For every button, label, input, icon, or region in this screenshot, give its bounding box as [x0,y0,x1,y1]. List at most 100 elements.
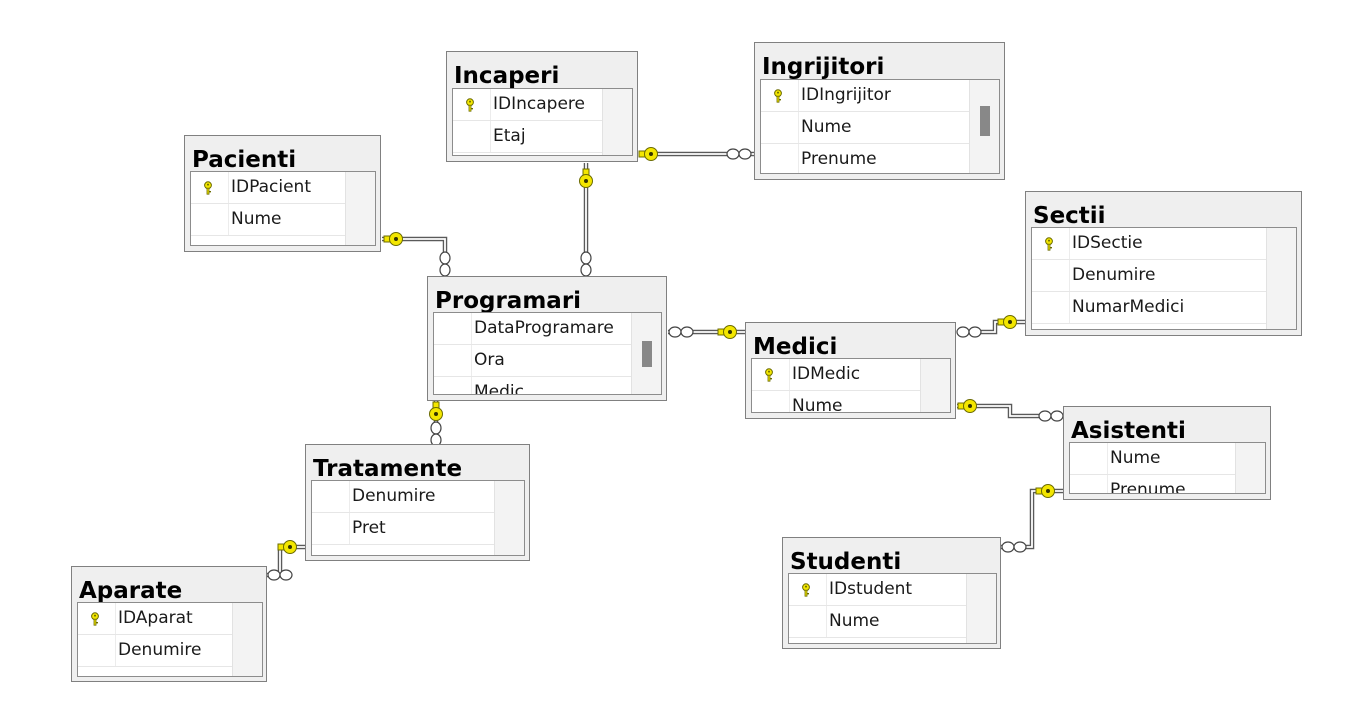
table-title: Ingrijitori [762,54,885,80]
scrollbar[interactable] [345,172,375,245]
column-row[interactable]: Nume [191,204,375,236]
many-end-infinity-icon [668,326,694,338]
row-selector[interactable] [78,603,116,634]
scrollbar[interactable] [232,603,262,676]
row-selector[interactable] [1032,292,1070,323]
row-selector[interactable] [1070,475,1108,493]
row-selector[interactable] [761,144,799,173]
column-name: Nume [792,396,843,413]
row-selector[interactable] [191,204,229,235]
row-selector[interactable] [1070,443,1108,474]
one-end-key-icon [1035,484,1055,498]
row-selector[interactable] [752,359,790,390]
relationship-medici-asistenti[interactable] [957,399,1064,422]
column-name: Nume [231,209,282,229]
relationship-medici-programari[interactable] [668,325,745,339]
row-selector[interactable] [752,391,790,412]
column-row[interactable]: Nume [1070,443,1265,475]
scrollbar[interactable] [631,313,661,394]
one-end-key-icon [277,540,297,554]
column-name: IDSectie [1072,233,1143,253]
column-row[interactable]: NumarMedici [1032,292,1296,324]
column-row[interactable]: Medic [434,377,661,395]
row-selector[interactable] [78,635,116,666]
relationship-sectii-medici[interactable] [956,315,1025,338]
column-row[interactable]: Nume [761,112,999,144]
many-end-infinity-icon [1001,541,1027,553]
row-selector[interactable] [761,112,799,143]
table-title: Pacienti [192,147,297,173]
column-row[interactable]: Pret [312,513,524,545]
column-row[interactable]: IDIncapere [453,89,632,121]
row-selector[interactable] [434,345,472,376]
column-row[interactable]: Nume [752,391,950,413]
table-title: Medici [753,334,838,360]
relationship-asistenti-studenti[interactable] [1001,484,1063,553]
column-name: Prenume [1110,480,1186,494]
column-row[interactable]: IDstudent [789,574,996,606]
row-selector[interactable] [434,313,472,344]
column-row[interactable]: Denumire [1032,260,1296,292]
relationship-incaperi-programari[interactable] [579,163,593,277]
row-selector[interactable] [312,481,350,512]
column-row[interactable]: DataProgramare [434,313,661,345]
scrollbar[interactable] [920,359,950,412]
many-end-infinity-icon [580,251,592,277]
column-row[interactable]: IDSectie [1032,228,1296,260]
scrollbar[interactable] [1266,228,1296,329]
scrollbar[interactable] [602,89,632,155]
column-row[interactable]: Prenume [761,144,999,173]
column-name: Ora [474,350,505,370]
row-selector[interactable] [761,80,799,111]
column-name: Nume [829,611,880,631]
row-selector[interactable] [1032,228,1070,259]
column-row[interactable]: IDIngrijitor [761,80,999,112]
column-row[interactable]: Nume [789,606,996,638]
row-selector[interactable] [312,513,350,544]
relationship-programari-tratamente[interactable] [429,401,443,447]
table-title: Programari [435,288,582,314]
relationship-tratamente-aparate[interactable] [267,540,305,581]
scrollbar[interactable] [969,80,999,173]
column-name: NumarMedici [1072,297,1185,317]
scrollbar-thumb[interactable] [642,341,652,367]
scrollbar-thumb[interactable] [980,106,990,136]
row-selector[interactable] [1032,260,1070,291]
table-title: Aparate [79,578,183,604]
column-row[interactable]: IDPacient [191,172,375,204]
column-row[interactable]: Prenume [1070,475,1265,494]
row-selector[interactable] [191,172,229,203]
column-row[interactable]: Denumire [78,635,262,667]
row-selector[interactable] [453,121,491,152]
column-row[interactable]: Denumire [312,481,524,513]
row-selector[interactable] [434,377,472,394]
many-end-infinity-icon [726,148,752,160]
row-selector[interactable] [789,606,827,637]
column-name: Medic [474,382,524,395]
column-row[interactable]: IDMedic [752,359,950,391]
table-title: Tratamente [313,456,463,482]
column-name: DataProgramare [474,318,614,338]
one-end-key-icon [638,147,658,161]
column-name: IDPacient [231,177,311,197]
scrollbar[interactable] [1235,443,1265,493]
relationship-pacienti-programari[interactable] [382,232,451,277]
table-title: Incaperi [454,63,560,89]
column-name: Prenume [801,149,877,169]
row-selector[interactable] [789,574,827,605]
column-row[interactable]: Etaj [453,121,632,153]
scrollbar[interactable] [966,574,996,643]
column-name: IDIncapere [493,94,585,114]
scrollbar[interactable] [494,481,524,555]
column-row[interactable]: Ora [434,345,661,377]
row-selector[interactable] [453,89,491,120]
column-row[interactable]: IDAparat [78,603,262,635]
one-end-key-icon [429,401,443,421]
relationship-incaperi-ingrijitori[interactable] [638,147,754,161]
